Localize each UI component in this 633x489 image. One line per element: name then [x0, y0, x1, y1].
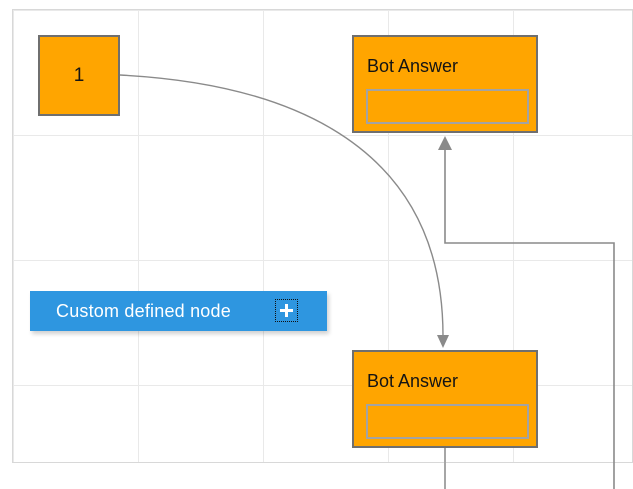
plus-icon [280, 304, 293, 317]
bot-answer-text-field[interactable] [366, 404, 529, 439]
bot-answer-title: Bot Answer [367, 371, 459, 391]
bot-answer-title: Bot Answer [367, 56, 459, 76]
node-start-label: 1 [73, 64, 85, 86]
custom-node-label: Custom defined node [56, 300, 231, 321]
node-bot-answer-top[interactable]: Bot Answer [352, 35, 538, 133]
add-node-button[interactable] [275, 299, 298, 322]
node-start[interactable]: 1 [38, 35, 120, 116]
node-custom-defined[interactable]: Custom defined node [30, 291, 327, 331]
node-bot-answer-bottom[interactable]: Bot Answer [352, 350, 538, 448]
bot-answer-text-field[interactable] [366, 89, 529, 124]
